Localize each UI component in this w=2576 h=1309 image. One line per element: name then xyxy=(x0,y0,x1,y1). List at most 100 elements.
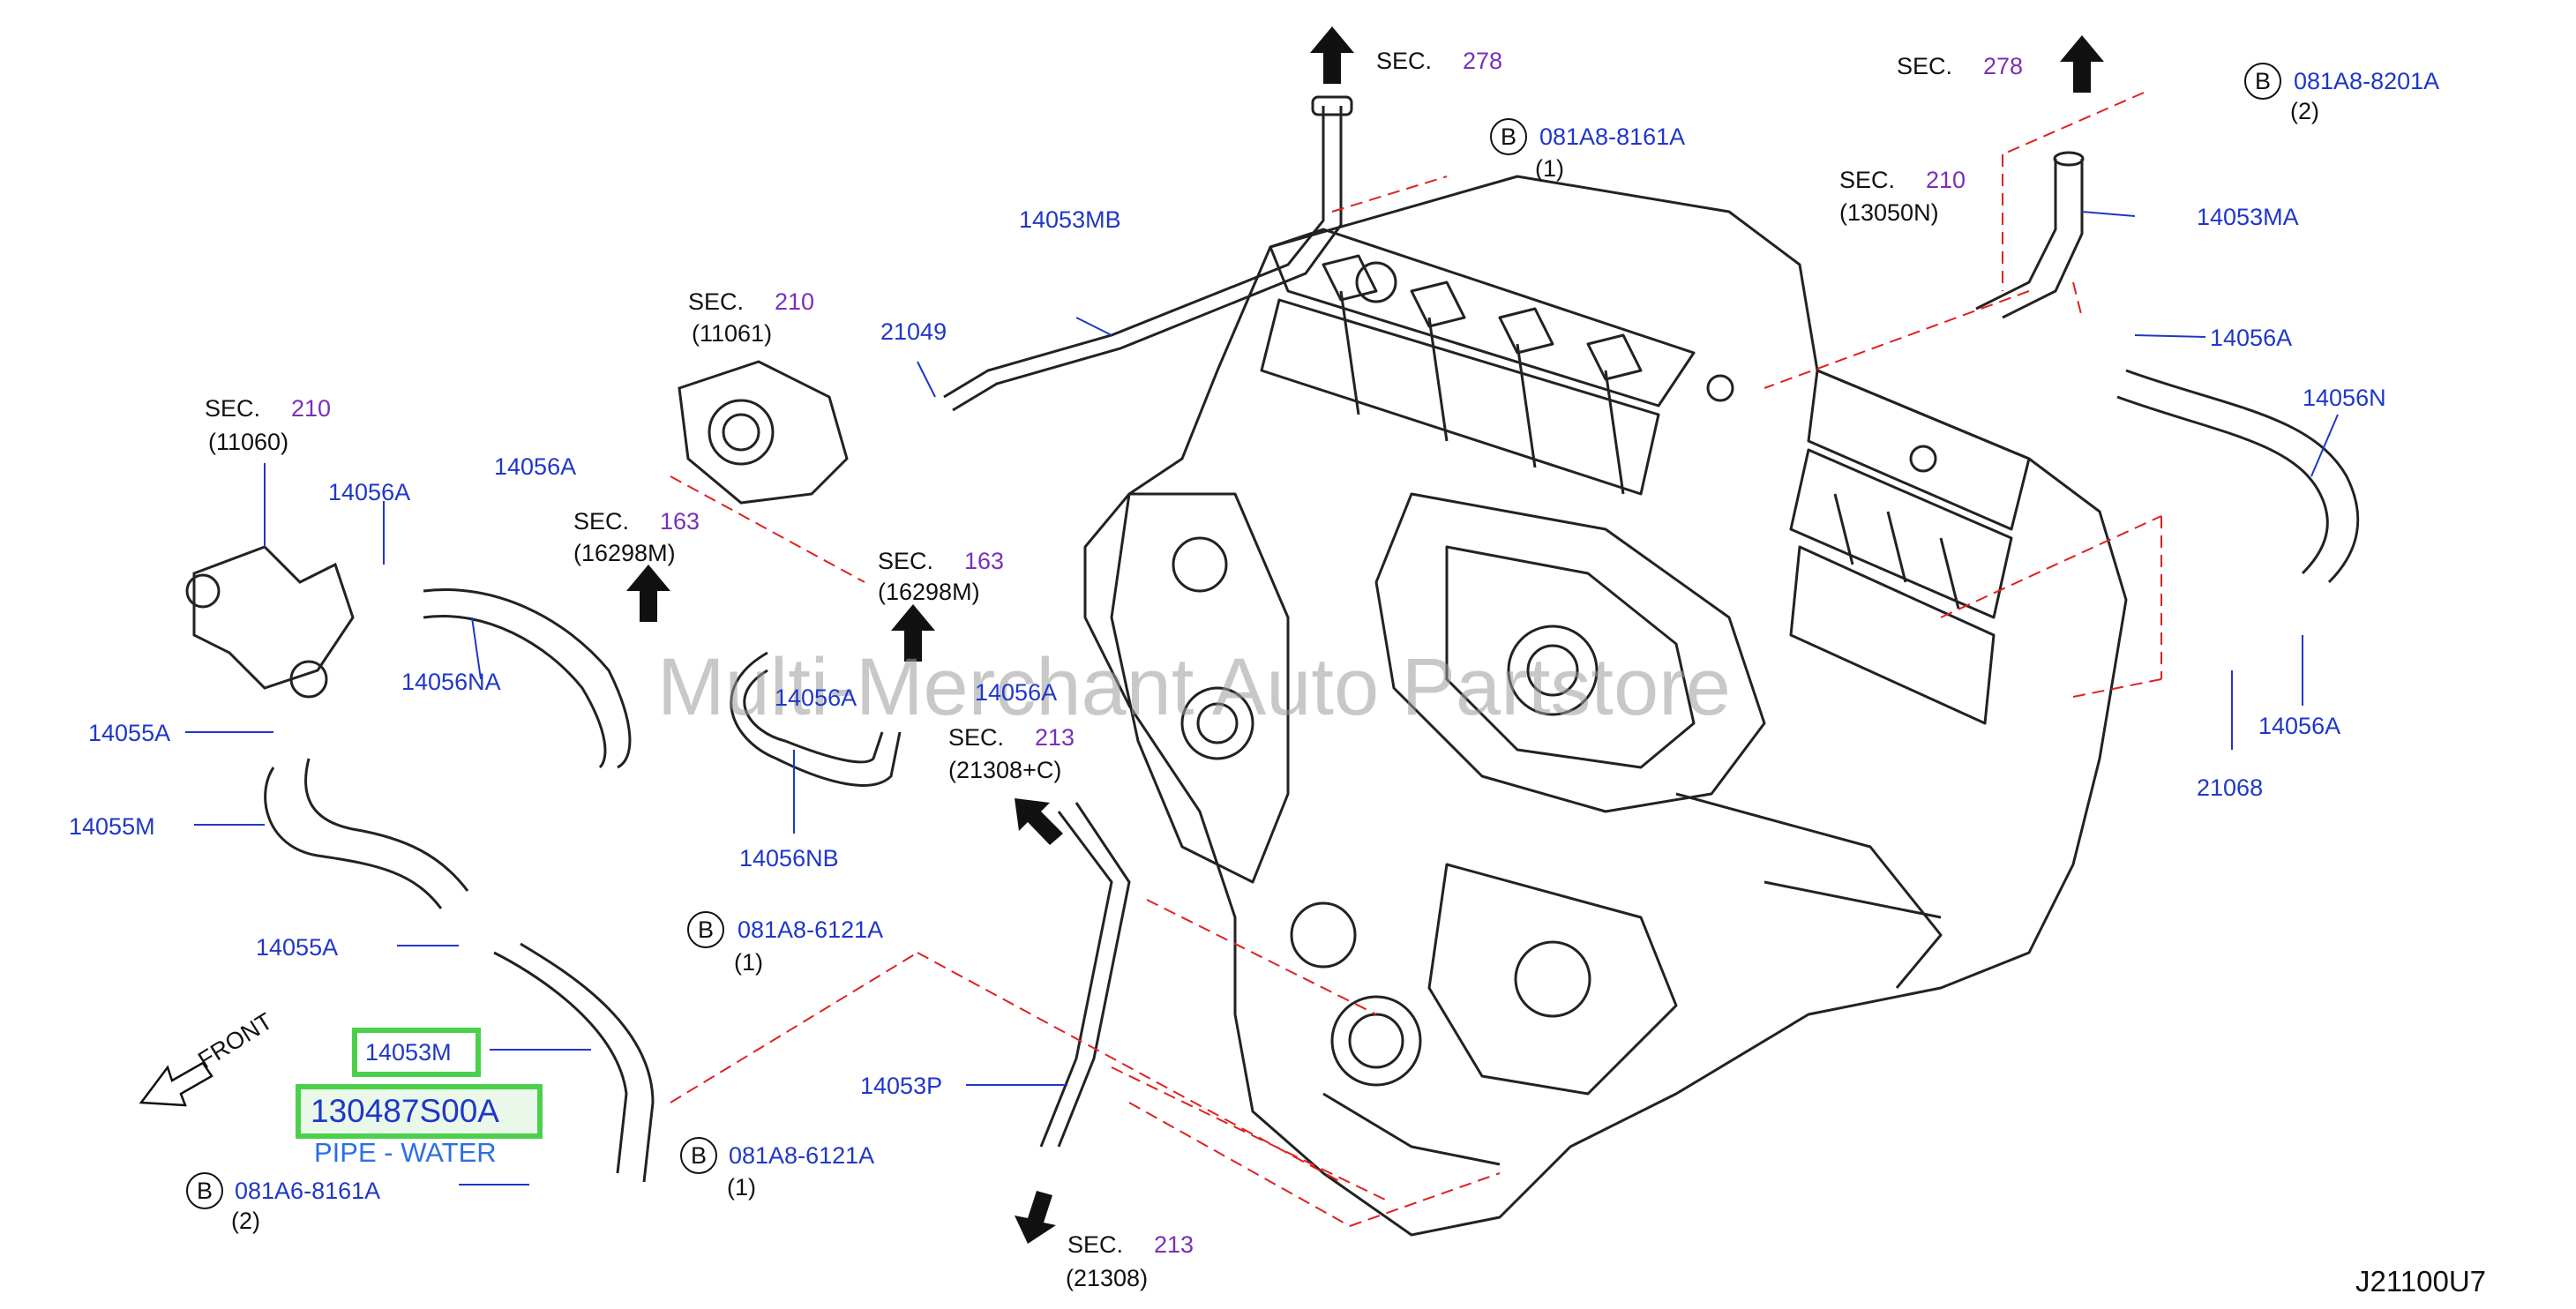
bolt-letter: B xyxy=(197,1178,213,1204)
sec-number: 210 xyxy=(291,395,331,422)
sec-label: SEC. xyxy=(1067,1231,1123,1258)
part-label[interactable]: 14056NA xyxy=(401,669,501,695)
bolt-letter: B xyxy=(698,916,714,943)
direction-arrows xyxy=(626,26,2104,1244)
sec-ref[interactable]: SEC. 210 (11060) xyxy=(205,395,331,455)
bolt-callout[interactable]: B 081A8-8161A (1) xyxy=(1490,118,1685,182)
part-label[interactable]: 14056A xyxy=(328,479,410,505)
highlight-box-part-label xyxy=(352,1028,481,1077)
bolt-letter: B xyxy=(691,1142,707,1169)
highlight-box-part-number xyxy=(296,1084,543,1139)
arrow-up-icon xyxy=(626,565,670,622)
part-label[interactable]: 14053MA xyxy=(2197,204,2299,230)
highlighted-part-hotspot[interactable]: 14053M 130487S00A PIPE - WATER xyxy=(311,1039,499,1168)
part-label[interactable]: 14056N xyxy=(2303,385,2386,411)
part-label[interactable]: 14056A xyxy=(975,679,1057,706)
part-labels: 14053MB 21049 14053MA 14056A 14056N 1405… xyxy=(69,204,2386,1099)
arrow-up-icon xyxy=(891,604,935,662)
bolt-qty: (1) xyxy=(1535,155,1564,182)
sec-number: 163 xyxy=(964,548,1004,574)
sec-label: SEC. xyxy=(688,288,744,315)
part-label[interactable]: 14053P xyxy=(860,1073,942,1099)
bolt-callout[interactable]: B 081A8-6121A (1) xyxy=(680,1137,874,1201)
sec-ref[interactable]: SEC. 278 xyxy=(1897,53,2023,79)
bolt-callout[interactable]: B 081A6-8161A (2) xyxy=(186,1172,380,1234)
dashed-leader-lines xyxy=(670,92,2162,1227)
bolt-qty: (2) xyxy=(231,1208,260,1234)
sec-label: SEC. xyxy=(573,508,629,535)
arrow-up-icon xyxy=(2060,35,2104,93)
arrow-upleft-icon xyxy=(1015,798,1063,845)
part-label[interactable]: 14055A xyxy=(88,720,170,746)
bolt-part-number[interactable]: 081A8-8201A xyxy=(2294,68,2439,94)
sec-label: SEC. xyxy=(205,395,260,422)
sec-subref: (11061) xyxy=(692,320,772,347)
bolt-badge-icon xyxy=(186,1172,223,1209)
sec-number: 163 xyxy=(660,508,700,535)
part-label[interactable]: 14055M xyxy=(69,813,155,840)
sec-ref[interactable]: SEC. 163 (16298M) xyxy=(878,548,1004,605)
sec-label: SEC. xyxy=(1897,53,1952,79)
engine-illustration xyxy=(1083,175,2128,1237)
sec-number: 213 xyxy=(1035,724,1075,751)
sec-ref[interactable]: SEC. 278 xyxy=(1376,48,1502,74)
bolt-part-number[interactable]: 081A8-6121A xyxy=(729,1142,874,1169)
bolt-badge-icon xyxy=(1490,118,1527,155)
bolt-part-number[interactable]: 081A8-8161A xyxy=(1539,123,1685,150)
part-label[interactable]: 14053MB xyxy=(1019,206,1121,233)
highlight-part-number[interactable]: 130487S00A xyxy=(311,1093,499,1129)
part-label[interactable]: 14056A xyxy=(2258,713,2340,739)
sec-ref[interactable]: SEC. 210 (11061) xyxy=(688,288,814,347)
front-label: FRONT xyxy=(193,1007,277,1073)
sec-number: 210 xyxy=(775,288,814,315)
sec-subref: (21308) xyxy=(1066,1265,1148,1291)
bolt-part-number[interactable]: 081A8-6121A xyxy=(738,916,883,943)
sec-number: 278 xyxy=(1463,48,1502,74)
sec-ref[interactable]: SEC. 163 (16298M) xyxy=(573,508,700,566)
arrow-down-icon xyxy=(1015,1191,1056,1244)
sec-subref: (13050N) xyxy=(1839,199,1939,226)
bolt-qty: (1) xyxy=(734,949,763,976)
sec-subref: (16298M) xyxy=(573,540,676,566)
sec-ref[interactable]: SEC. 210 (13050N) xyxy=(1839,167,1966,226)
arrow-up-icon xyxy=(1310,26,1354,84)
bolt-letter: B xyxy=(2255,68,2271,94)
bolt-badge-icon xyxy=(2244,63,2281,100)
sec-label: SEC. xyxy=(878,548,933,574)
sec-subref: (21308+C) xyxy=(948,757,1061,783)
sec-label: SEC. xyxy=(1376,48,1432,74)
part-label[interactable]: 21068 xyxy=(2197,774,2263,801)
bolt-qty: (1) xyxy=(727,1174,756,1201)
part-label[interactable]: 14056A xyxy=(494,453,576,480)
part-label[interactable]: 14056NB xyxy=(739,845,839,871)
sec-ref[interactable]: SEC. 213 (21308) xyxy=(1066,1231,1194,1291)
sec-subref: (16298M) xyxy=(878,579,980,605)
bolt-badge-icon xyxy=(680,1137,717,1174)
solid-leader-lines xyxy=(185,211,2339,1186)
bolt-letter: B xyxy=(1501,123,1516,150)
sec-label: SEC. xyxy=(1839,167,1895,193)
watermark: Multi-Merchant Auto Partstore xyxy=(657,642,1731,732)
sec-subref: (11060) xyxy=(208,429,288,455)
sec-number: 213 xyxy=(1154,1231,1194,1258)
part-label[interactable]: 14056A xyxy=(2210,325,2292,351)
diagram-code: J21100U7 xyxy=(2355,1265,2486,1298)
front-arrow-icon xyxy=(139,1061,213,1107)
bolt-part-number[interactable]: 081A6-8161A xyxy=(235,1178,380,1204)
bolt-qty: (2) xyxy=(2290,98,2319,124)
hoses-and-pipes xyxy=(185,95,2360,1183)
bolt-callout[interactable]: B 081A8-6121A (1) xyxy=(687,911,883,976)
sec-label: SEC. xyxy=(948,724,1004,751)
sec-number: 210 xyxy=(1926,167,1966,193)
sec-number: 278 xyxy=(1983,53,2023,79)
part-label[interactable]: 14055A xyxy=(256,934,338,961)
bolt-callout[interactable]: B 081A8-8201A (2) xyxy=(2244,63,2439,124)
sec-ref[interactable]: SEC. 213 (21308+C) xyxy=(948,724,1075,783)
part-label[interactable]: 21049 xyxy=(880,318,947,345)
highlight-description: PIPE - WATER xyxy=(314,1137,497,1168)
highlight-part-label[interactable]: 14053M xyxy=(365,1039,452,1066)
bolt-badge-icon xyxy=(687,911,724,948)
part-label[interactable]: 14056A xyxy=(775,684,857,711)
